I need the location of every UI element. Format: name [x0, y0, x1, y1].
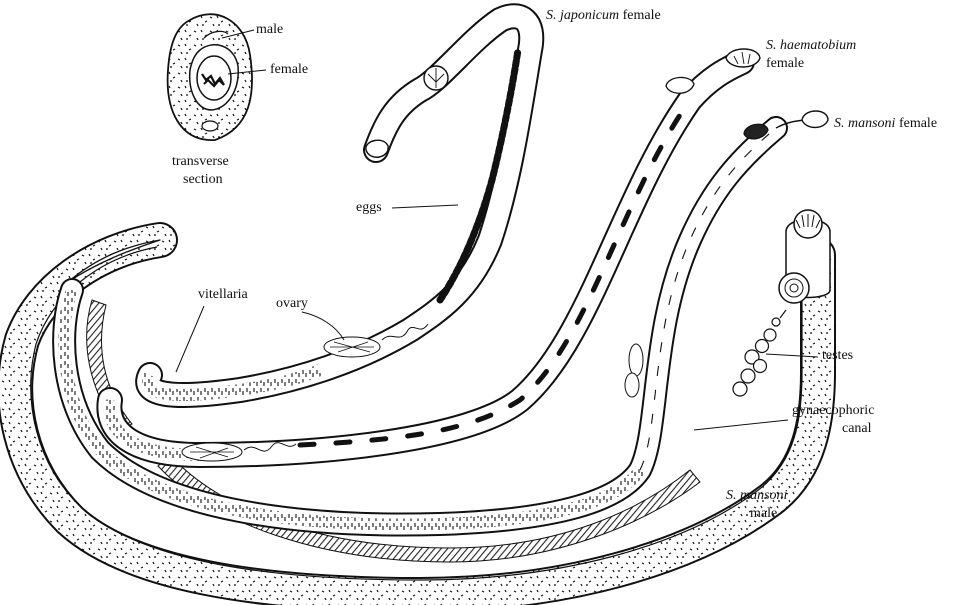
- leader-vitellaria: [176, 306, 204, 372]
- label-mansoni-male-sex: male: [750, 506, 777, 521]
- label-gynaecophoric: gynaecophoric: [792, 403, 874, 418]
- label-japonicum-sex: female: [623, 8, 661, 23]
- label-male: male: [256, 22, 283, 37]
- section-female-body: [197, 56, 231, 100]
- label-female: female: [270, 62, 308, 77]
- label-section: section: [183, 172, 223, 187]
- japonicum-ovary: [324, 337, 380, 357]
- transverse-section-inset: [168, 14, 252, 140]
- label-testes: testes: [822, 348, 853, 363]
- label-mansoni-female: S. mansoni female: [834, 116, 937, 131]
- label-eggs: eggs: [356, 200, 382, 215]
- label-mansoni-f-sex: female: [899, 116, 937, 131]
- leader-ovary: [302, 312, 344, 340]
- haematobium-ovary: [182, 443, 242, 461]
- japonicum-oral-sucker: [366, 140, 388, 157]
- japonicum-ventral-sucker: [424, 66, 448, 90]
- label-mansoni-f-species: S. mansoni: [834, 116, 895, 131]
- label-transverse: transverse: [172, 154, 229, 169]
- label-canal: canal: [842, 421, 872, 436]
- ventral-sucker: [779, 273, 809, 303]
- mansoni-ovary: [625, 344, 643, 397]
- label-japonicum-species: S. japonicum: [546, 8, 619, 23]
- testes-cluster: [733, 310, 786, 396]
- label-haematobium-sex: female: [766, 56, 804, 71]
- leader-eggs: [392, 205, 458, 208]
- leader-gynaecophoric: [694, 420, 788, 430]
- mansoni-male-worm: [15, 210, 830, 595]
- label-ovary: ovary: [276, 296, 308, 311]
- label-japonicum-female: S. japonicum female: [546, 8, 661, 23]
- label-mansoni-male-species: S. mansoni: [726, 488, 787, 503]
- label-vitellaria: vitellaria: [198, 287, 248, 302]
- oral-sucker: [794, 210, 822, 238]
- haematobium-ventral-sucker: [666, 77, 694, 93]
- label-haematobium-species: S. haematobium: [766, 38, 856, 53]
- mansoni-f-oral-sucker: [802, 111, 828, 128]
